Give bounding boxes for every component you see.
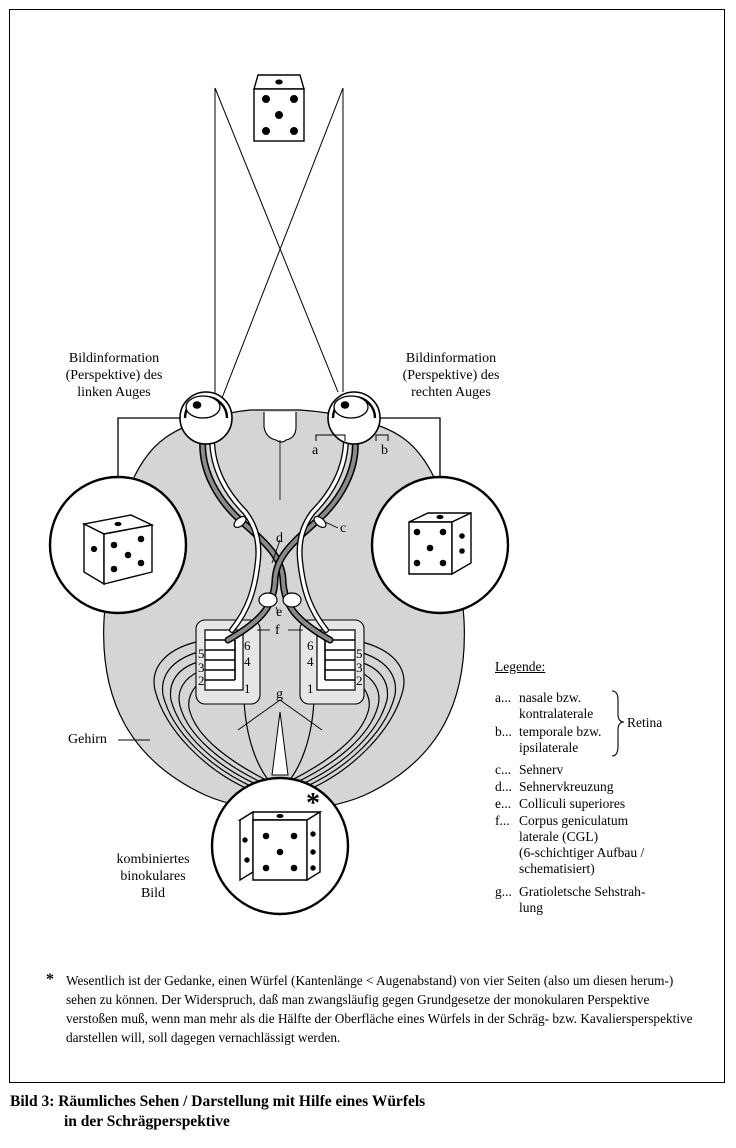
legend-line: Gratioletsche Sehstrah- [519, 884, 646, 899]
left-image-circle [48, 475, 188, 615]
legend-text-d: Sehnervkreuzung [519, 779, 614, 794]
cgl-right [299, 619, 365, 705]
legend-key-d: d... [495, 779, 512, 794]
cgl-left-layer-6: 6 [244, 638, 251, 653]
cgl-left [195, 619, 261, 705]
left-eye-label-line: (Perspektive) des [65, 368, 163, 383]
figure-caption: Bild 3: Räumliches Sehen / Darstellung m… [10, 1092, 425, 1132]
top-cube [253, 74, 305, 142]
cgl-left-layer-4: 4 [244, 654, 251, 669]
footnote: * Wesentlich ist der Gedanke, einen Würf… [46, 971, 698, 1047]
left-eye-label-line: linken Auges [77, 385, 151, 400]
brain-wedge [271, 711, 289, 776]
right-eye-label: Bildinformation (Perspektive) des rechte… [381, 350, 521, 401]
right-eye-label-line: Bildinformation [405, 351, 497, 366]
combined-label-line: binokulares [120, 869, 186, 884]
left-eye [179, 391, 233, 445]
label-e: e [276, 605, 283, 620]
label-b: b [381, 443, 388, 458]
cgl-left-layer-2: 2 [198, 673, 205, 688]
cgl-right-layer-1: 1 [307, 681, 314, 696]
legend-line: ipsilaterale [519, 740, 579, 755]
cgl-left-layer-5: 5 [198, 646, 205, 661]
legend-retina-label: Retina [627, 715, 663, 730]
combined-image-label: kombiniertes binokulares Bild [98, 851, 208, 902]
caption-line-2: in der Schrägperspektive [64, 1113, 230, 1130]
legend-line: kontralaterale [519, 706, 594, 721]
leader-lines [118, 521, 339, 741]
optic-nerve-left [199, 434, 334, 644]
legend-text-b: temporale bzw. ipsilaterale [519, 724, 601, 756]
legend-title: Legende: [495, 659, 546, 674]
retina-brackets [315, 434, 389, 441]
left-eye-label: Bildinformation (Perspektive) des linken… [44, 350, 184, 401]
projection-lines [214, 87, 344, 400]
cgl-left-layer-1: 1 [244, 681, 251, 696]
brain-fissure [263, 412, 297, 443]
cgl-right-layer-6: 6 [307, 638, 314, 653]
legend-line: Corpus geniculatum [519, 813, 629, 828]
optic-radiation [153, 641, 405, 791]
legend-key-f: f... [495, 813, 510, 828]
legend-key-e: e... [495, 796, 512, 811]
legend-text-c: Sehnerv [519, 762, 564, 777]
label-c: c [340, 521, 347, 536]
legend-line: schematisiert) [519, 861, 595, 876]
figure-frame [9, 9, 725, 1083]
legend-line: nasale bzw. [519, 690, 582, 705]
left-eye-label-line: Bildinformation [68, 351, 160, 366]
legend-key-g: g... [495, 884, 512, 899]
legend-text-e: Colliculi superiores [519, 796, 626, 811]
combined-label-line: kombiniertes [116, 852, 190, 867]
label-g: g [276, 687, 283, 702]
caption-line-1: Bild 3: Räumliches Sehen / Darstellung m… [10, 1093, 426, 1110]
right-eye-label-line: rechten Auges [411, 385, 491, 400]
nerve-markers [233, 515, 327, 529]
footnote-marker: * [46, 971, 54, 988]
cgl-right-layer-3: 3 [356, 660, 363, 675]
legend-key-b: b... [495, 724, 512, 739]
label-a: a [312, 443, 319, 458]
combined-label-line: Bild [140, 886, 166, 901]
cgl-right-layer-5: 5 [356, 646, 363, 661]
legend-line: lung [519, 900, 544, 915]
colliculi [258, 592, 302, 608]
retina-legend-bracket [611, 690, 625, 757]
legend-key-c: c... [495, 762, 512, 777]
footnote-text: Wesentlich ist der Gedanke, einen Würfel… [66, 973, 693, 1045]
legend-line: laterale (CGL) [519, 829, 599, 844]
cgl-right-layer-4: 4 [307, 654, 314, 669]
cgl-left-layer-3: 3 [198, 660, 205, 675]
label-d: d [276, 531, 283, 546]
optic-nerve-right [224, 434, 359, 644]
asterisk-mark: * [306, 788, 320, 819]
legend-key-a: a... [495, 690, 512, 705]
legend-line: (6-schichtiger Aufbau / [519, 845, 645, 860]
right-eye [327, 391, 381, 445]
right-eye-label-line: (Perspektive) des [402, 368, 500, 383]
right-image-circle [370, 475, 510, 615]
legend-text-f: Corpus geniculatum laterale (CGL) (6-sch… [519, 813, 644, 877]
connectors [117, 417, 441, 478]
cgl-right-layer-2: 2 [356, 673, 363, 688]
legend-text-a: nasale bzw. kontralaterale [519, 690, 593, 722]
legend-line: temporale bzw. [519, 724, 602, 739]
combined-image-circle [210, 776, 350, 916]
brain-label: Gehirn [68, 732, 107, 747]
label-f: f [275, 623, 280, 638]
legend-text-g: Gratioletsche Sehstrah- lung [519, 884, 645, 916]
